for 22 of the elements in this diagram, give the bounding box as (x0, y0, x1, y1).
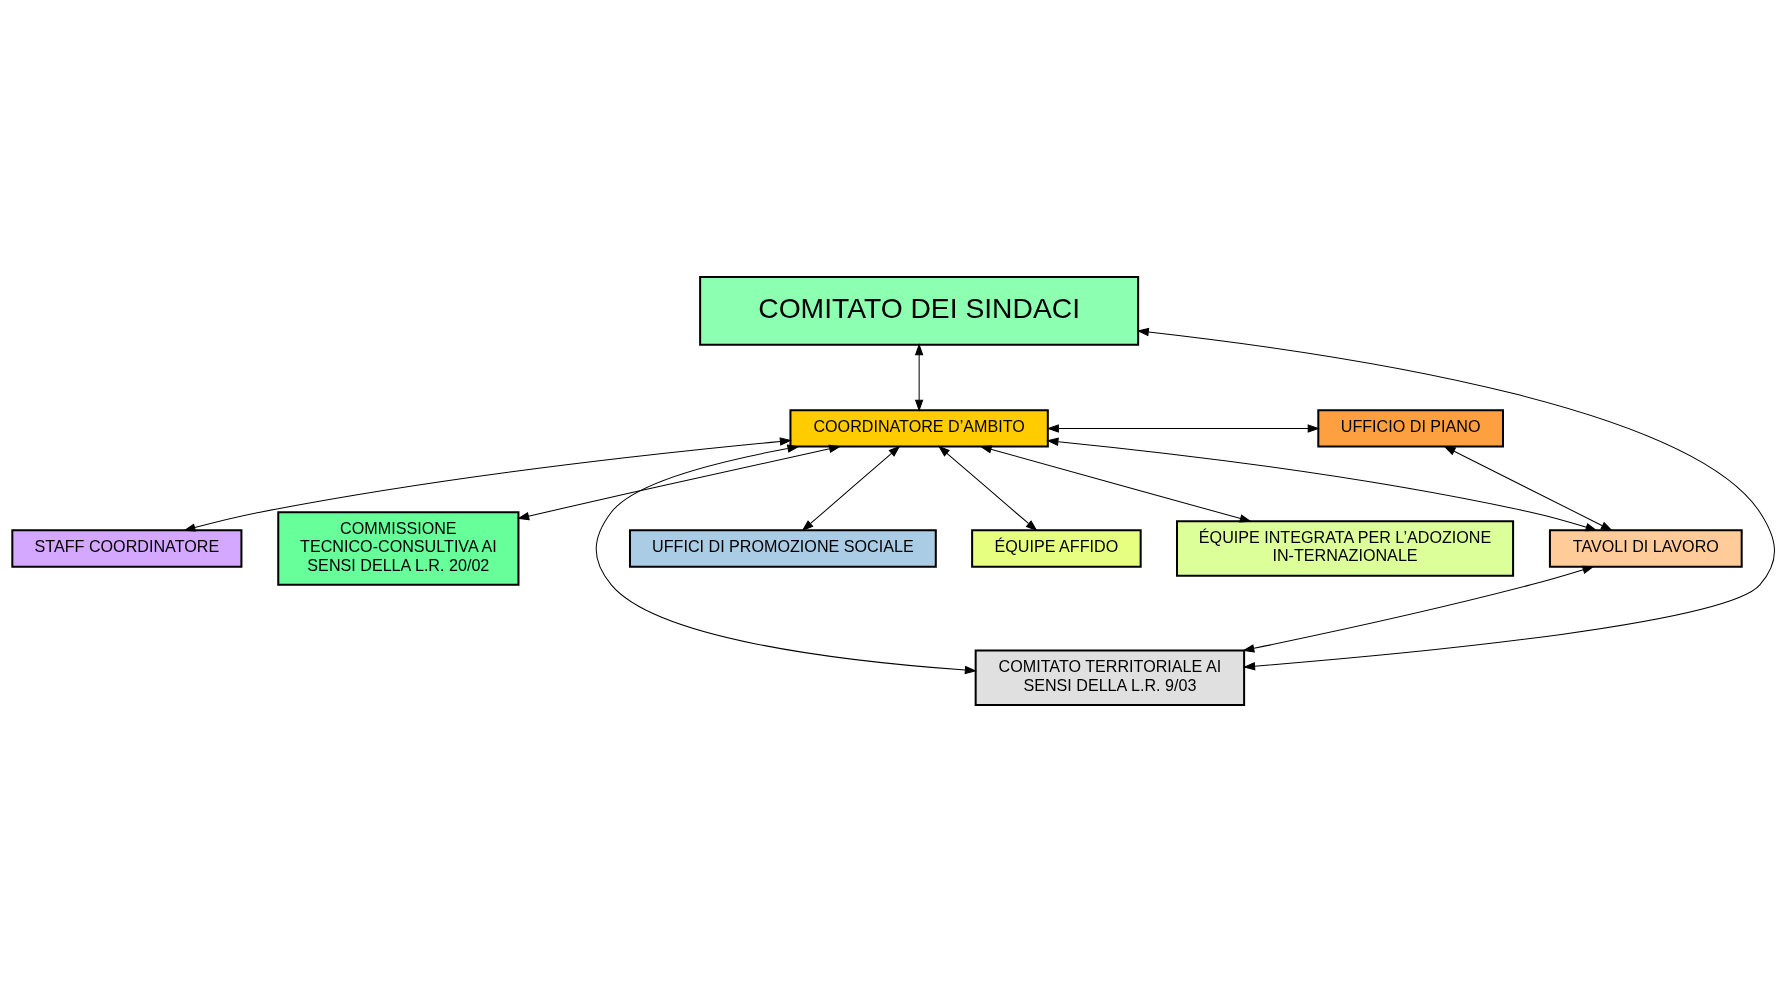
arrow (1046, 424, 1320, 433)
node-box: TAVOLI DI LAVORO (1548, 529, 1743, 568)
node-box: COORDINATORE D’AMBITO (789, 409, 1049, 448)
arrow (979, 445, 1252, 523)
arrow (1242, 565, 1595, 653)
node-box: COMITATO TERRITORIALE AI SENSI DELLA L.R. 9/03 (974, 649, 1246, 706)
node-box: UFFICI DI PROMOZIONE SOCIALE (629, 529, 937, 568)
arrow (595, 444, 977, 675)
arrow (183, 437, 792, 532)
node-box: STAFF COORDINATORE (11, 529, 243, 568)
arrow (517, 444, 842, 521)
node-box: COMITATO DEI SINDACI (699, 276, 1140, 346)
arrow (937, 445, 1038, 532)
arrow (1443, 445, 1613, 531)
node-box: COMMISSIONE TECNICO-CONSULTIVA AI SENSI DELLA L.R. 20/02 (277, 511, 520, 586)
node-box: ÉQUIPE INTEGRATA PER L’ADOZIONE IN-TERNAZIONALE (1176, 520, 1515, 577)
node-box: ÉQUIPE AFFIDO (971, 529, 1142, 568)
arrow (1136, 327, 1775, 671)
arrow (801, 445, 901, 532)
arrow (1046, 437, 1598, 532)
arrow (914, 343, 924, 412)
node-box: UFFICIO DI PIANO (1317, 409, 1504, 448)
